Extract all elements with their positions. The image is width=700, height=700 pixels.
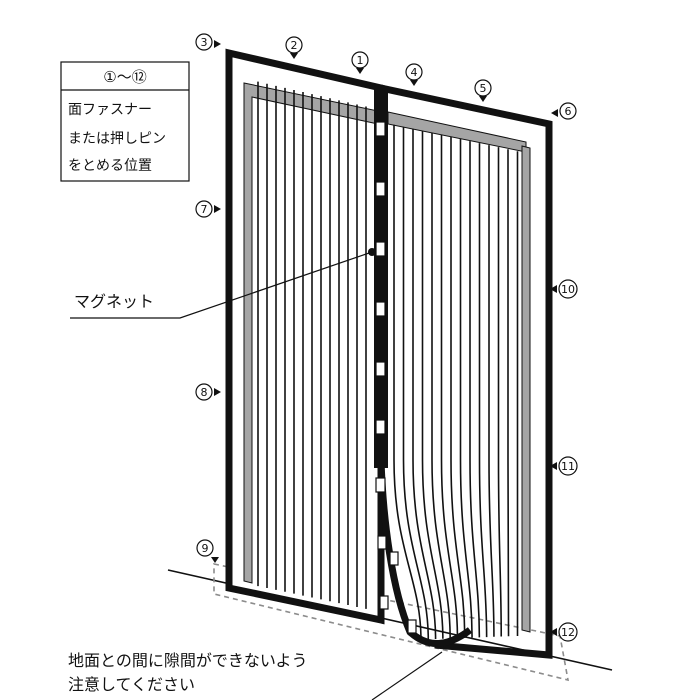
right-stripe <box>393 124 422 640</box>
marker-2-arrow <box>290 53 298 59</box>
right-curtain-panel <box>377 84 553 659</box>
right-stripe <box>412 128 437 640</box>
marker-9-circle <box>196 539 214 557</box>
marker-4: 4 <box>405 63 423 86</box>
marker-4-arrow <box>410 80 418 86</box>
gap-warning-line-2: 注意してください <box>68 675 195 694</box>
right-stripe <box>402 126 430 640</box>
right-stripe <box>497 147 503 637</box>
marker-9: 9 <box>196 539 219 563</box>
marker-10: 10 <box>550 279 578 299</box>
marker-11: 11 <box>550 456 578 476</box>
magnet <box>407 619 417 634</box>
marker-10-number: 10 <box>561 283 575 296</box>
marker-11-number: 11 <box>561 460 575 473</box>
marker-12: 12 <box>550 622 578 642</box>
legend-line-1: 面ファスナー <box>68 102 152 118</box>
marker-5-number: 5 <box>480 82 487 95</box>
marker-7-number: 7 <box>201 203 208 216</box>
legend-box: ①〜⑫ 面ファスナー または押しピン をとめる位置 <box>60 61 190 182</box>
right-stripe <box>459 139 473 638</box>
magnet-strip <box>375 121 417 634</box>
right-stripe <box>488 145 495 637</box>
floor-dashed-outline <box>213 563 570 682</box>
right-stripes <box>393 124 519 640</box>
marker-3-number: 3 <box>201 36 208 49</box>
right-panel-curved-edge <box>377 459 473 647</box>
marker-1-number: 1 <box>357 54 364 67</box>
marker-5: 5 <box>474 79 492 102</box>
marker-12-circle <box>558 622 578 642</box>
marker-6-arrow <box>551 109 558 117</box>
marker-10-arrow <box>550 285 557 293</box>
marker-7: 7 <box>195 200 221 218</box>
marker-5-arrow <box>479 96 487 102</box>
magnet <box>375 361 386 377</box>
gap-warning-line-1: 地面との間に隙間ができないよう <box>68 651 308 670</box>
marker-3-arrow <box>214 40 221 48</box>
marker-8-circle <box>195 383 213 401</box>
marker-6: 6 <box>551 102 577 120</box>
marker-6-circle <box>559 102 577 120</box>
legend-line-3: をとめる位置 <box>68 158 152 174</box>
marker-10-circle <box>558 279 578 299</box>
marker-1-arrow <box>356 68 364 74</box>
right-stripe <box>421 130 444 639</box>
marker-12-number: 12 <box>561 626 575 639</box>
right-stripe <box>478 143 488 638</box>
marker-9-number: 9 <box>202 542 209 555</box>
right-stripe <box>507 149 510 637</box>
magnet <box>377 535 387 550</box>
marker-4-number: 4 <box>411 66 418 79</box>
marker-9-arrow <box>211 557 219 563</box>
marker-8: 8 <box>195 383 221 401</box>
seam-band <box>374 88 388 468</box>
magnet <box>379 595 389 610</box>
gap-underline <box>70 693 372 700</box>
legend-range-label: ①〜⑫ <box>103 68 146 86</box>
marker-11-circle <box>558 456 578 476</box>
legend-line-2: または押しピン <box>68 131 166 147</box>
marker-1: 1 <box>351 51 369 74</box>
marker-6-number: 6 <box>565 105 572 118</box>
right-stripe <box>440 134 459 639</box>
marker-2: 2 <box>285 36 303 59</box>
right-stripe <box>450 137 466 638</box>
magnet <box>375 419 386 435</box>
left-stripes <box>257 81 367 609</box>
marker-7-circle <box>195 200 213 218</box>
marker-2-number: 2 <box>291 39 298 52</box>
marker-3-circle <box>195 33 213 51</box>
magnet <box>375 301 386 317</box>
left-curtain-panel <box>225 48 385 625</box>
center-seam <box>374 88 417 634</box>
marker-8-number: 8 <box>201 386 208 399</box>
legend-frame <box>60 61 190 182</box>
marker-11-arrow <box>550 462 557 470</box>
magnet-label: マグネット <box>74 292 154 311</box>
magnet <box>375 241 386 257</box>
magnet <box>375 181 386 197</box>
magnet <box>375 121 386 137</box>
marker-12-arrow <box>550 628 557 636</box>
magnet-leader-line <box>70 251 373 319</box>
gap-leader-line <box>371 651 443 700</box>
marker-8-arrow <box>214 388 221 396</box>
marker-3: 3 <box>195 33 221 51</box>
magnet <box>389 551 399 566</box>
right-stripe <box>469 141 481 638</box>
magnet <box>375 477 386 493</box>
marker-7-arrow <box>214 205 221 213</box>
right-inner-grey-side <box>521 145 531 633</box>
right-stripe <box>431 132 451 639</box>
